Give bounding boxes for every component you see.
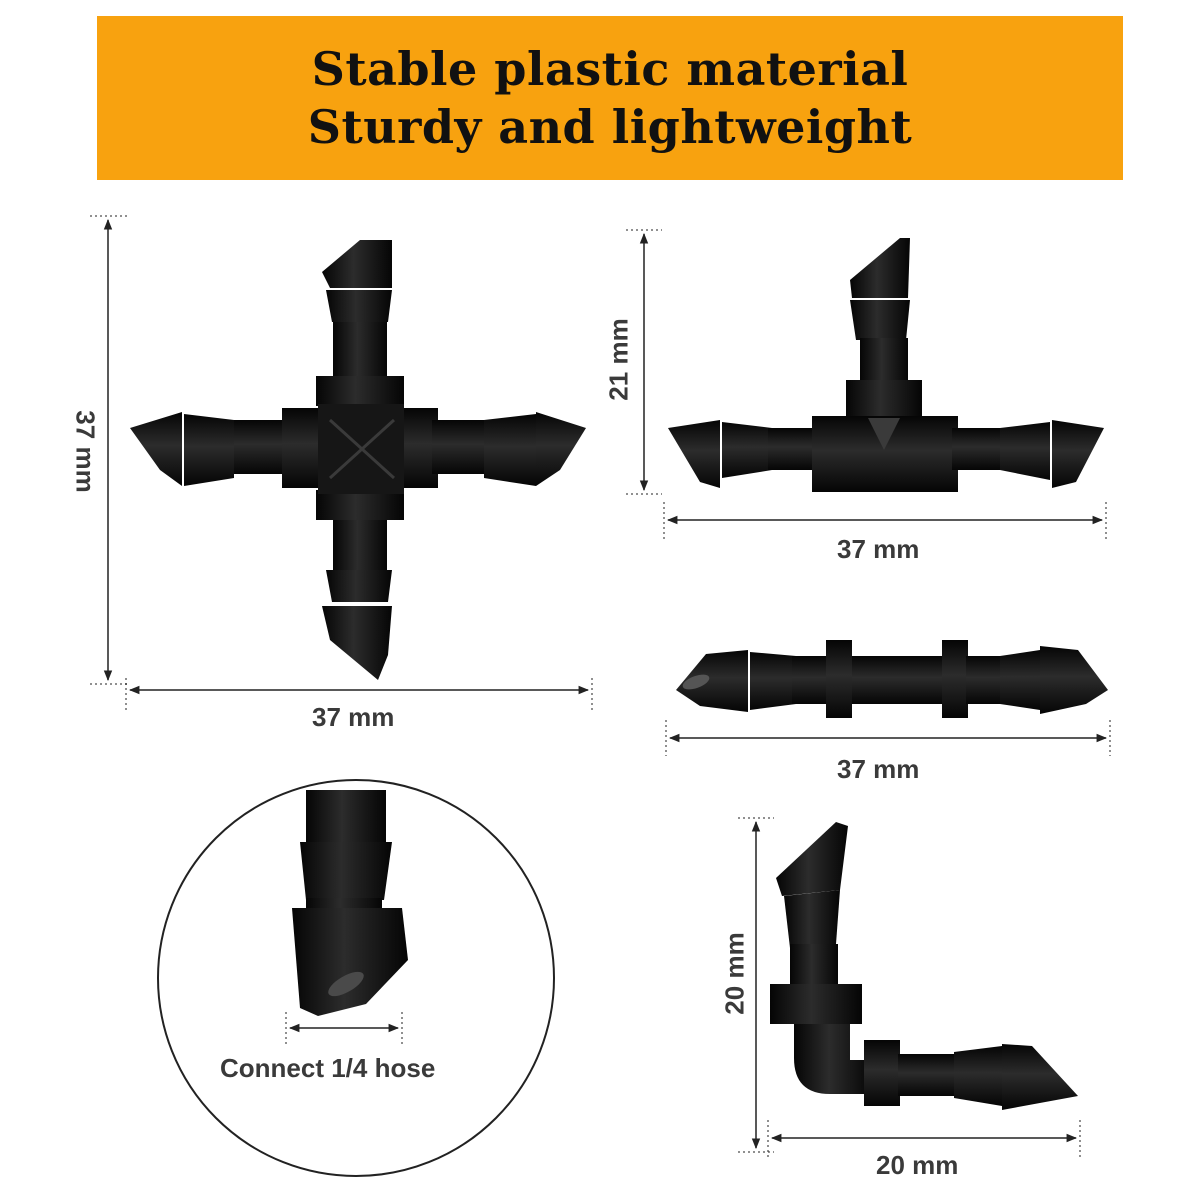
cross-dimensions [90, 215, 593, 712]
elbow-connector [770, 822, 1078, 1110]
cross-height-label: 37 mm [70, 410, 101, 493]
banner-line-1: Stable plastic material [311, 42, 909, 96]
tee-width-label: 37 mm [837, 534, 920, 564]
straight-width-label: 37 mm [837, 754, 920, 784]
banner-line-2: Sturdy and lightweight [307, 100, 913, 154]
header-banner: Stable plastic material Sturdy and light… [97, 16, 1123, 180]
tee-connector [668, 238, 1104, 492]
straight-connector [676, 640, 1108, 718]
tee-dimensions [626, 229, 1107, 540]
elbow-width-label: 20 mm [876, 1150, 959, 1180]
elbow-height-label: 20 mm [719, 932, 750, 1015]
cross-width-label: 37 mm [312, 702, 395, 732]
detail-caption: Connect 1/4 hose [220, 1053, 436, 1083]
straight-dimensions [665, 720, 1111, 756]
elbow-dimensions [738, 817, 1081, 1160]
tee-height-label: 21 mm [603, 318, 634, 401]
detail-view [157, 779, 555, 1177]
cross-connector [130, 240, 586, 680]
